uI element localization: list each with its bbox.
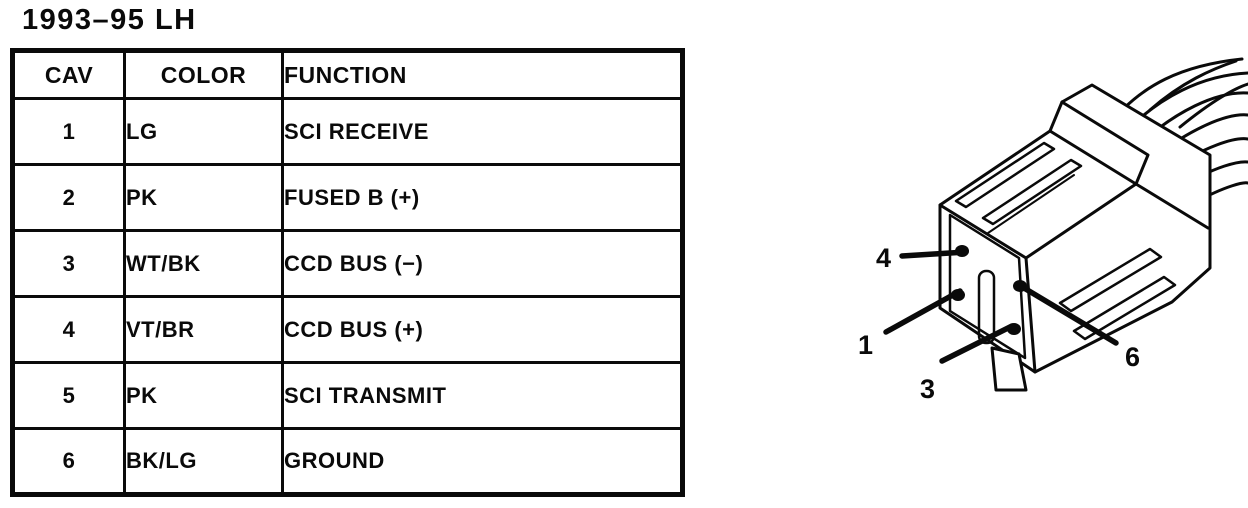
color-cell: PK [123, 361, 284, 430]
callout-label-6: 6 [1125, 342, 1140, 372]
cav-cell: 1 [11, 97, 126, 166]
table-row: 6 BK/LG GROUND [11, 427, 684, 496]
connector-drawing: 4 1 3 6 [820, 55, 1248, 500]
cav-cell: 3 [11, 229, 126, 298]
color-cell: PK [123, 163, 284, 232]
table-row: 3 WT/BK CCD BUS (−) [11, 229, 684, 298]
table-row: 4 VT/BR CCD BUS (+) [11, 295, 684, 364]
side-slots [1058, 247, 1177, 341]
column-header-color: COLOR [123, 49, 284, 100]
function-cell: GROUND [281, 427, 684, 496]
connector-body-edges [938, 100, 1210, 374]
function-cell: FUSED B (+) [281, 163, 684, 232]
color-cell: WT/BK [123, 229, 284, 298]
cav-cell: 6 [11, 427, 126, 496]
function-cell: CCD BUS (+) [281, 295, 684, 364]
pinout-table-header: CAV COLOR FUNCTION [11, 49, 684, 100]
table-row: 1 LG SCI RECEIVE [11, 97, 684, 166]
color-cell: LG [123, 97, 284, 166]
color-cell: BK/LG [123, 427, 284, 496]
table-row: 5 PK SCI TRANSMIT [11, 361, 684, 430]
callout-label-3: 3 [920, 374, 935, 404]
cav-cell: 2 [11, 163, 126, 232]
table-row: 2 PK FUSED B (+) [11, 163, 684, 232]
pinout-table: CAV COLOR FUNCTION 1 LG SCI RECEIVE 2 PK… [10, 48, 685, 497]
callout-leader-4 [899, 249, 969, 259]
column-header-cav: CAV [11, 49, 126, 100]
callout-leader-1 [883, 288, 963, 335]
function-cell: CCD BUS (−) [281, 229, 684, 298]
connector-latch-tab [990, 346, 1028, 392]
callout-leader-6 [1021, 285, 1119, 346]
callout-leader-3 [939, 323, 1015, 364]
function-cell: SCI RECEIVE [281, 97, 684, 166]
callout-label-1: 1 [858, 330, 873, 360]
page-title: 1993–95 LH [22, 4, 197, 36]
callout-label-4: 4 [876, 243, 891, 273]
function-cell: SCI TRANSMIT [281, 361, 684, 430]
connector-diagram-svg: 4 1 3 6 [858, 57, 1248, 404]
color-cell: VT/BR [123, 295, 284, 364]
cav-cell: 4 [11, 295, 126, 364]
column-header-function: FUNCTION [281, 49, 684, 100]
callout-leaders [883, 249, 1119, 364]
top-face-grooves [954, 141, 1083, 234]
connector-front-face [948, 213, 1027, 360]
cav-cell: 5 [11, 361, 126, 430]
